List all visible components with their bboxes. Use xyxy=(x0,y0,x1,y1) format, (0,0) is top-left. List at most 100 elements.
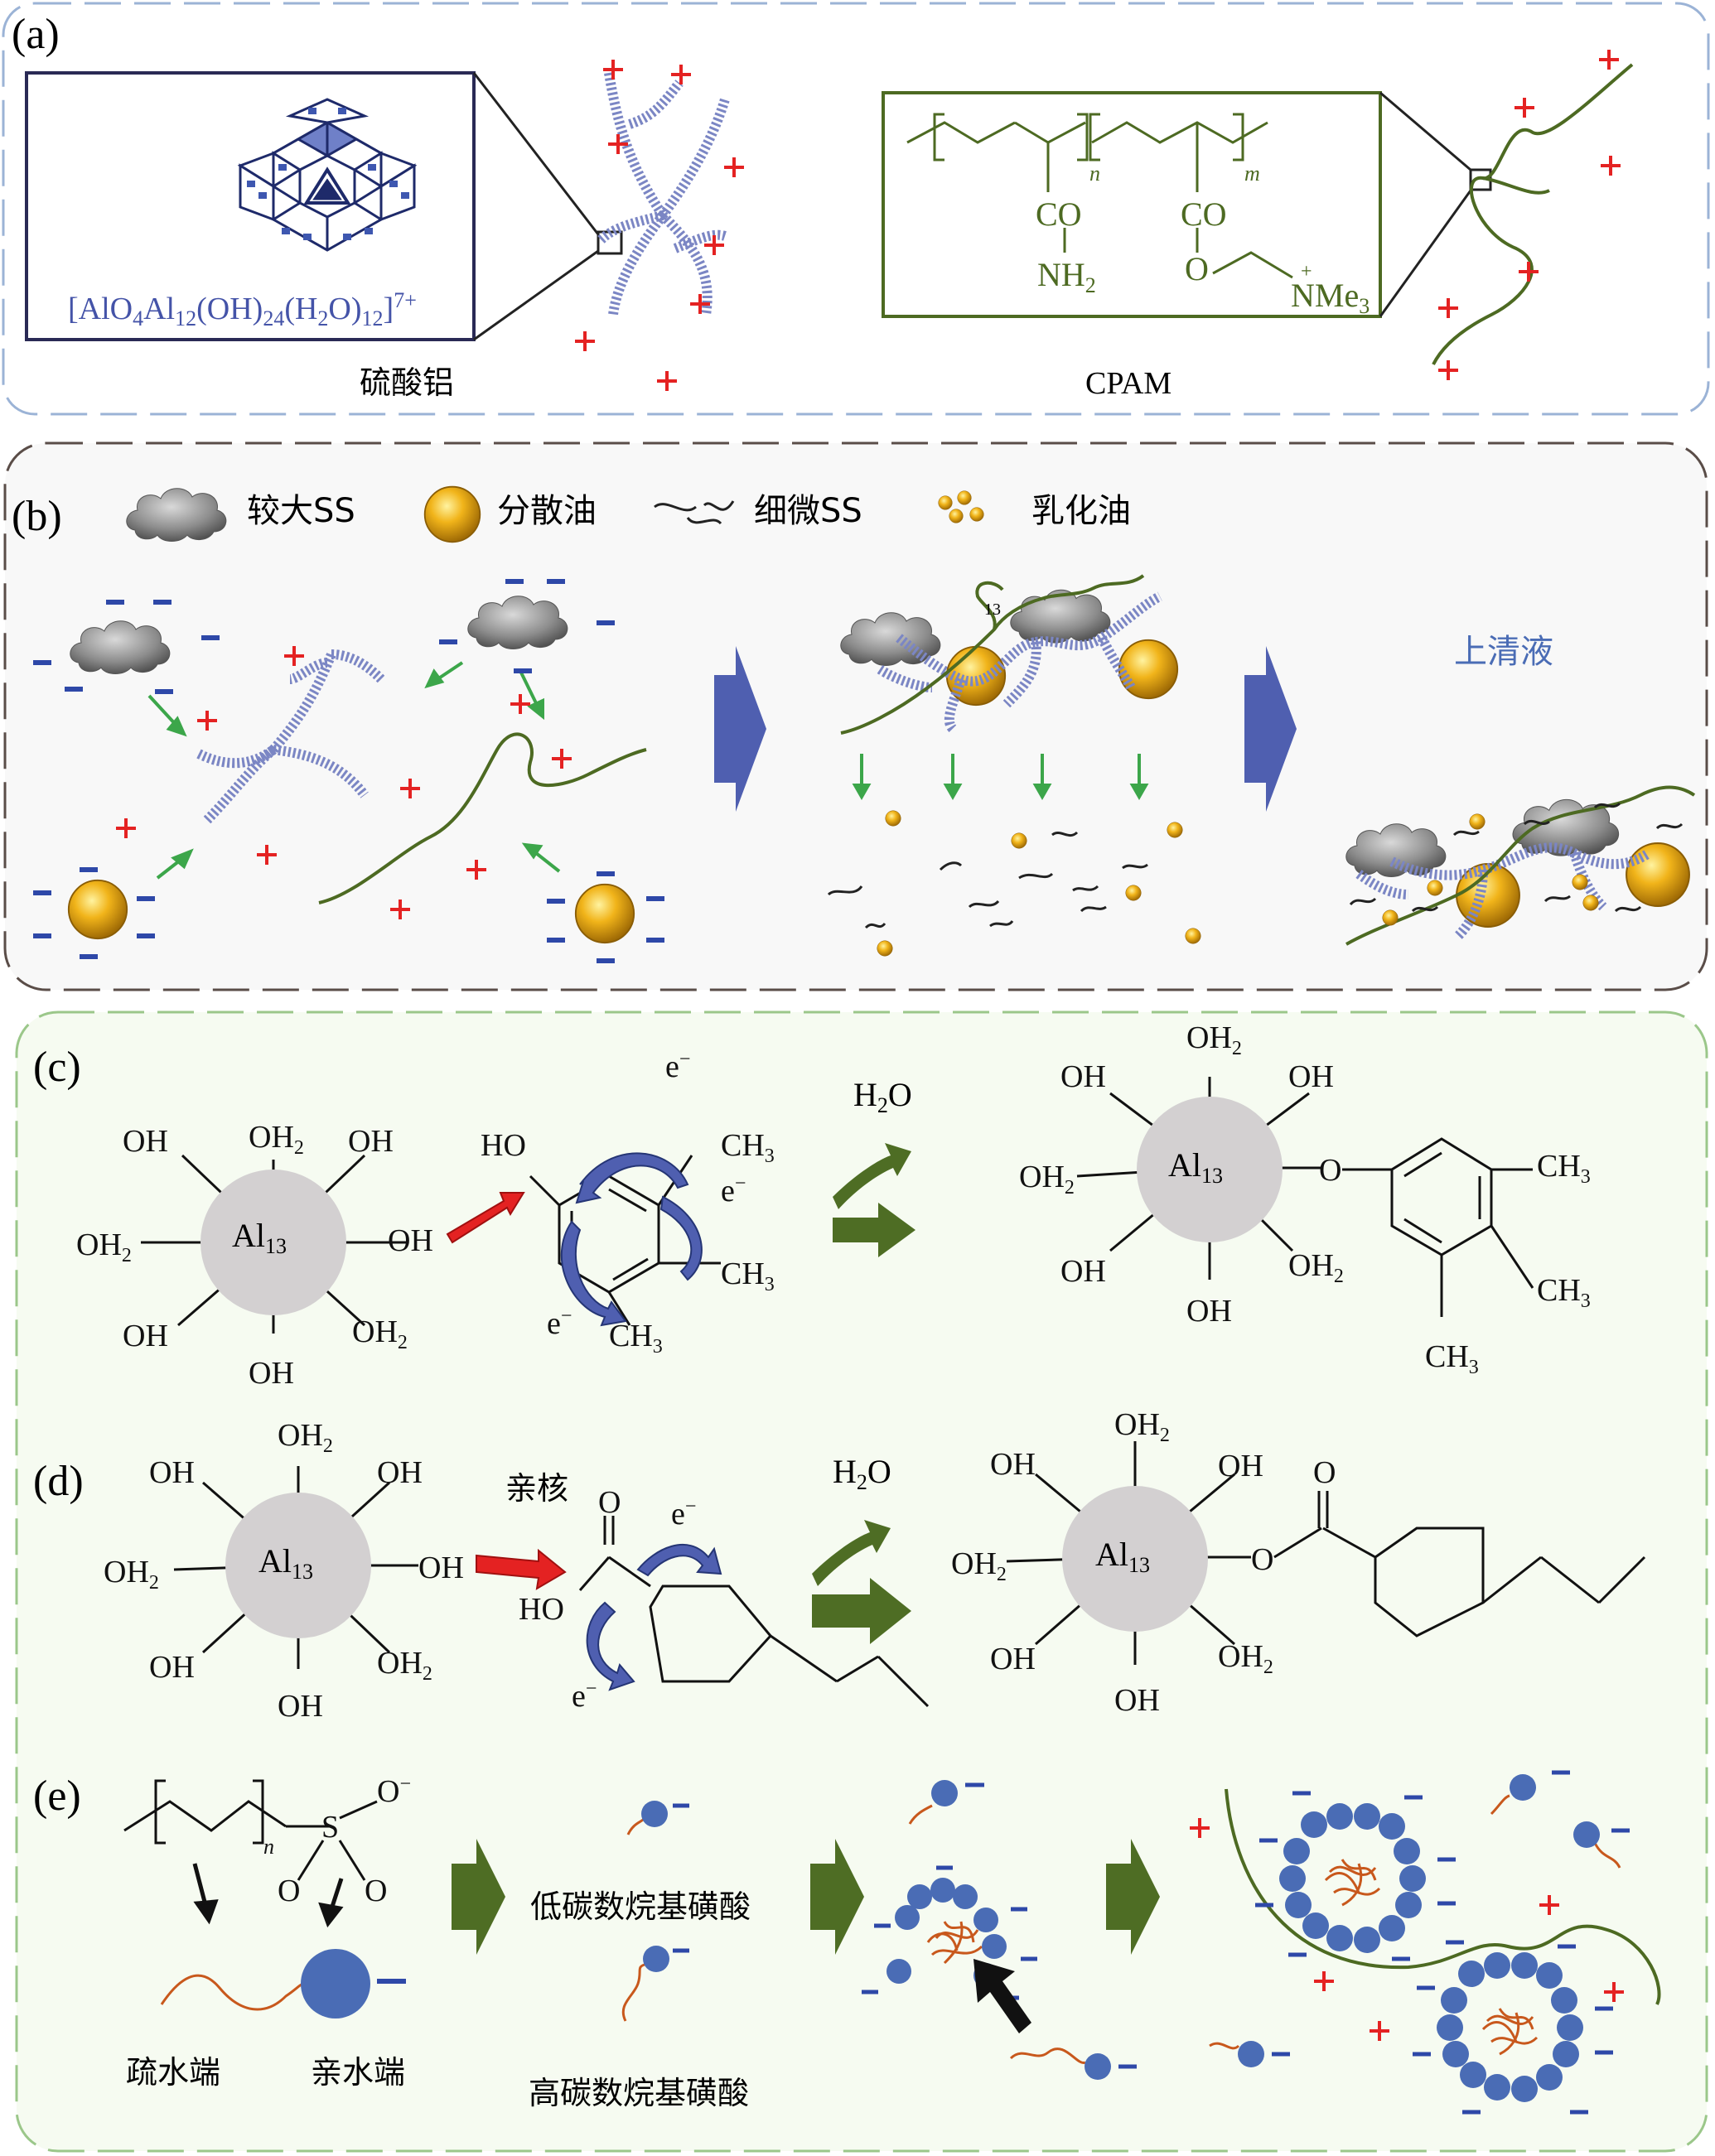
free-surfactants-e3 xyxy=(1209,1770,1630,2067)
process-arrow-e1 xyxy=(452,1839,505,1955)
free-surfactant-e2 xyxy=(908,1780,984,1825)
process-arrow-e2 xyxy=(810,1839,864,1955)
d-water: H2O xyxy=(833,1453,891,1494)
cpam-co-right: CO xyxy=(1181,195,1227,233)
floc-plus-charges xyxy=(575,60,744,391)
fine-ss-attached xyxy=(1349,802,1684,913)
surfactant-head xyxy=(301,1949,370,2019)
nucleophilic-label: 亲核 xyxy=(505,1470,568,1507)
supernatant-label: 上清液 xyxy=(1454,633,1553,671)
panel-c-label: (c) xyxy=(33,1044,81,1091)
al13-sphere-d1 xyxy=(225,1493,371,1638)
al13-sphere-c1 xyxy=(200,1170,346,1315)
al13-sphere-d2 xyxy=(1062,1486,1208,1632)
reaction-arrow-c xyxy=(833,1203,915,1257)
product-ring-c xyxy=(1342,1137,1534,1317)
cpam-chain xyxy=(1432,63,1634,365)
pointer-arrows-e xyxy=(192,1863,344,1928)
e-o-left: O xyxy=(278,1874,300,1908)
c-ho: HO xyxy=(481,1128,526,1163)
d-o-carbonyl: O xyxy=(598,1485,621,1520)
legend-dispersed-oil: 分散油 xyxy=(497,492,597,530)
cpam-plus-charges xyxy=(1438,50,1621,380)
c2-oh2-top: OH2 xyxy=(1186,1020,1242,1059)
black-up-arrow-e xyxy=(973,1959,1031,2033)
cpam-monomer xyxy=(906,113,1293,279)
panel-a-label: (a) xyxy=(12,11,60,58)
cpam-o: O xyxy=(1185,250,1209,287)
d1-oh-bl: OH xyxy=(149,1650,195,1685)
d2-oh-bottom: OH xyxy=(1114,1683,1160,1718)
e-o-minus: O− xyxy=(377,1773,411,1809)
cpam-co-left: CO xyxy=(1036,195,1082,233)
panel-d-label: (d) xyxy=(33,1458,84,1505)
c2-oh-tr: OH xyxy=(1288,1059,1334,1094)
c1-oh-right: OH xyxy=(388,1223,433,1258)
settling-arrows xyxy=(852,754,1149,801)
d1-oh-bottom: OH xyxy=(278,1689,323,1724)
legend-emulsified-oil: 乳化油 xyxy=(1031,492,1131,530)
cpam-chain-b1 xyxy=(318,732,647,904)
reaction-arrow-d xyxy=(812,1578,911,1644)
panel-cde-frame xyxy=(15,1010,1708,2153)
process-arrow-b2 xyxy=(1244,646,1297,812)
short-chain-surfactant xyxy=(626,1801,689,1835)
c2-o: O xyxy=(1319,1153,1341,1188)
d1-oh-right: OH xyxy=(418,1551,464,1585)
carboxylic-acid-structure xyxy=(578,1516,930,1708)
c1-oh-bl: OH xyxy=(123,1319,168,1353)
c1-oh-bottom: OH xyxy=(249,1356,294,1391)
d2-oh-bl: OH xyxy=(990,1642,1036,1676)
red-attack-arrow-d xyxy=(476,1548,567,1590)
panel-b-label: (b) xyxy=(12,493,62,540)
legend-oil-icon xyxy=(423,485,481,543)
panel-a: (a) xyxy=(2,2,1710,416)
oil-drop-4 xyxy=(1118,639,1179,700)
keggin-structure-icon xyxy=(237,98,418,252)
panel-d: (d) Al13 OH2 OH OH OH2 OH OH OH2 OH 亲核 xyxy=(33,1407,1646,1724)
al-sulfate-caption: 硫酸铝 xyxy=(360,364,454,401)
micelle-lower xyxy=(1413,1940,1613,2115)
process-arrow-e3 xyxy=(1106,1839,1160,1955)
minus-charges-b1 xyxy=(33,579,664,963)
panel-b: (b) 较大SS 分散油 细微SS 乳化油 xyxy=(3,441,1708,991)
high-carbon-label: 高碳数烷基磺酸 xyxy=(529,2075,749,2111)
legend-larger-ss: 较大SS xyxy=(247,492,355,530)
hydrophobic-end-label: 疏水端 xyxy=(126,2054,220,2091)
cpam-m-subscript: m xyxy=(1244,162,1260,186)
incoming-surfactant-e xyxy=(1009,2047,1137,2080)
d1-oh-tl: OH xyxy=(149,1455,195,1490)
low-carbon-label: 低碳数烷基磺酸 xyxy=(530,1888,751,1925)
panel-c: (c) Al13 OH2 OH OH OH2 OH OH OH2 OH xyxy=(33,1020,1591,1391)
oil-drop-1 xyxy=(67,879,128,940)
water-leaving-arrow-c xyxy=(833,1143,911,1209)
d2-o-carbonyl: O xyxy=(1313,1455,1336,1490)
e-n: n xyxy=(263,1835,274,1859)
d2-oh-tr: OH xyxy=(1218,1449,1263,1483)
panel-e: (e) S O− O O n 疏水端 亲水端 xyxy=(33,1770,1661,2115)
cpam-box xyxy=(882,91,1382,318)
cpam-n-subscript: n xyxy=(1089,162,1100,186)
branched-floc-b1 xyxy=(196,649,385,824)
oil-drop-2 xyxy=(574,883,635,944)
ester-structure xyxy=(1273,1491,1646,1637)
hydrophilic-end-label: 亲水端 xyxy=(311,2054,405,2091)
cpam-caption: CPAM xyxy=(1085,366,1172,401)
panel-e-label: (e) xyxy=(33,1773,81,1820)
long-chain-surfactant xyxy=(621,1946,689,2022)
sulfonate-structure xyxy=(123,1779,378,1881)
cpam-plus-sup: + xyxy=(1301,261,1312,282)
d-ho: HO xyxy=(519,1592,564,1627)
e-o-right: O xyxy=(365,1874,387,1908)
c1-oh-tl: OH xyxy=(123,1124,168,1159)
micelle-upper xyxy=(1255,1791,1456,1961)
legend-fine-ss: 细微SS xyxy=(754,492,862,530)
d2-oh-tl: OH xyxy=(990,1447,1036,1482)
c-water: H2O xyxy=(853,1076,912,1117)
legend-fine-ss-icon xyxy=(654,500,735,525)
surfactant-tail xyxy=(160,1974,306,2011)
water-leaving-arrow-d xyxy=(812,1520,891,1586)
cpam-chain-e xyxy=(1225,1788,1661,2005)
fine-ss-particles xyxy=(827,831,1148,929)
